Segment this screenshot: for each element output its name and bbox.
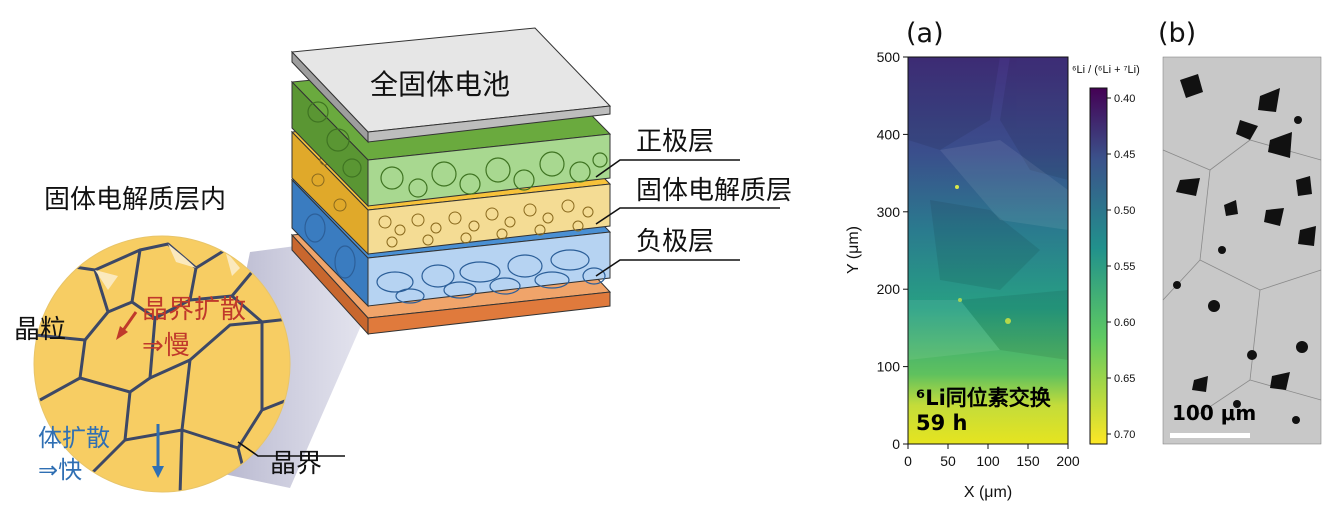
x-tick-label: 100 xyxy=(976,453,1000,469)
scale-bar xyxy=(1170,433,1250,438)
colorbar-title: ⁶Li / (⁶Li + ⁷Li) xyxy=(1072,64,1140,76)
gb-diffusion-arrowhead xyxy=(116,326,128,340)
x-axis-label: X (μm) xyxy=(964,484,1012,501)
y-tick-label: 300 xyxy=(877,204,901,220)
bulk-diffusion-line2: ⇒快 xyxy=(38,456,82,484)
y-tick-label: 100 xyxy=(877,359,901,375)
colorbar-tick-label: 0.55 xyxy=(1114,261,1135,273)
colorbar-tick-label: 0.50 xyxy=(1114,205,1135,217)
gb-diffusion-arrow xyxy=(120,311,138,333)
cathode-label: 正极层 xyxy=(636,127,714,157)
anode-label: 负极层 xyxy=(636,227,714,257)
y-tick-label: 0 xyxy=(892,436,900,452)
grain-label: 晶粒 xyxy=(14,315,66,345)
panel-a-axes: 0 50 100 150 200 0 100 200 300 400 500 xyxy=(877,49,1080,469)
x-tick-label: 0 xyxy=(904,453,912,469)
x-tick-label: 200 xyxy=(1056,453,1080,469)
zoom-circle-outline xyxy=(33,235,291,493)
colorbar-ticks: 0.40 0.45 0.50 0.55 0.60 0.65 0.70 xyxy=(1107,93,1135,441)
map-annotation-line2: 59 h xyxy=(916,411,968,435)
leader-lines xyxy=(237,159,780,457)
x-tick-label: 50 xyxy=(940,453,956,469)
grain-corners xyxy=(95,244,240,290)
gb-diffusion-line2: ⇒慢 xyxy=(142,331,190,361)
colorbar-tick-label: 0.65 xyxy=(1114,373,1135,385)
cathode-particles xyxy=(307,101,608,198)
top-plate xyxy=(290,27,612,144)
colorbar-tick-label: 0.70 xyxy=(1114,429,1135,441)
bulk-diffusion-arrowhead xyxy=(152,466,164,478)
boundary-label: 晶界 xyxy=(270,449,322,479)
gb-diffusion-line1: 晶界扩散 xyxy=(142,295,246,325)
electrolyte-label: 固体电解质层 xyxy=(636,176,792,206)
zoom-title: 固体电解质层内 xyxy=(44,185,226,215)
bulk-diffusion-line1: 体扩散 xyxy=(38,424,110,452)
x-tick-label: 150 xyxy=(1016,453,1040,469)
panel-b-label: (b) xyxy=(1158,18,1196,49)
colorbar xyxy=(1089,87,1108,445)
scale-bar-label: 100 μm xyxy=(1172,401,1256,425)
colorbar-tick-label: 0.60 xyxy=(1114,317,1135,329)
y-tick-label: 400 xyxy=(877,126,901,142)
isotope-map xyxy=(908,57,1068,444)
stack-top-label: 全固体电池 xyxy=(370,68,510,101)
panel-a-label: (a) xyxy=(906,18,944,49)
map-annotation-line1: ⁶Li同位素交换 xyxy=(916,386,1052,410)
electrolyte-particles xyxy=(311,154,594,248)
y-tick-label: 200 xyxy=(877,281,901,297)
micrograph xyxy=(1162,56,1322,445)
colorbar-tick-label: 0.40 xyxy=(1114,93,1135,105)
y-tick-label: 500 xyxy=(877,49,901,65)
colorbar-tick-label: 0.45 xyxy=(1114,149,1135,161)
y-axis-label: Y (μm) xyxy=(845,226,862,274)
anode-particles xyxy=(304,213,606,304)
